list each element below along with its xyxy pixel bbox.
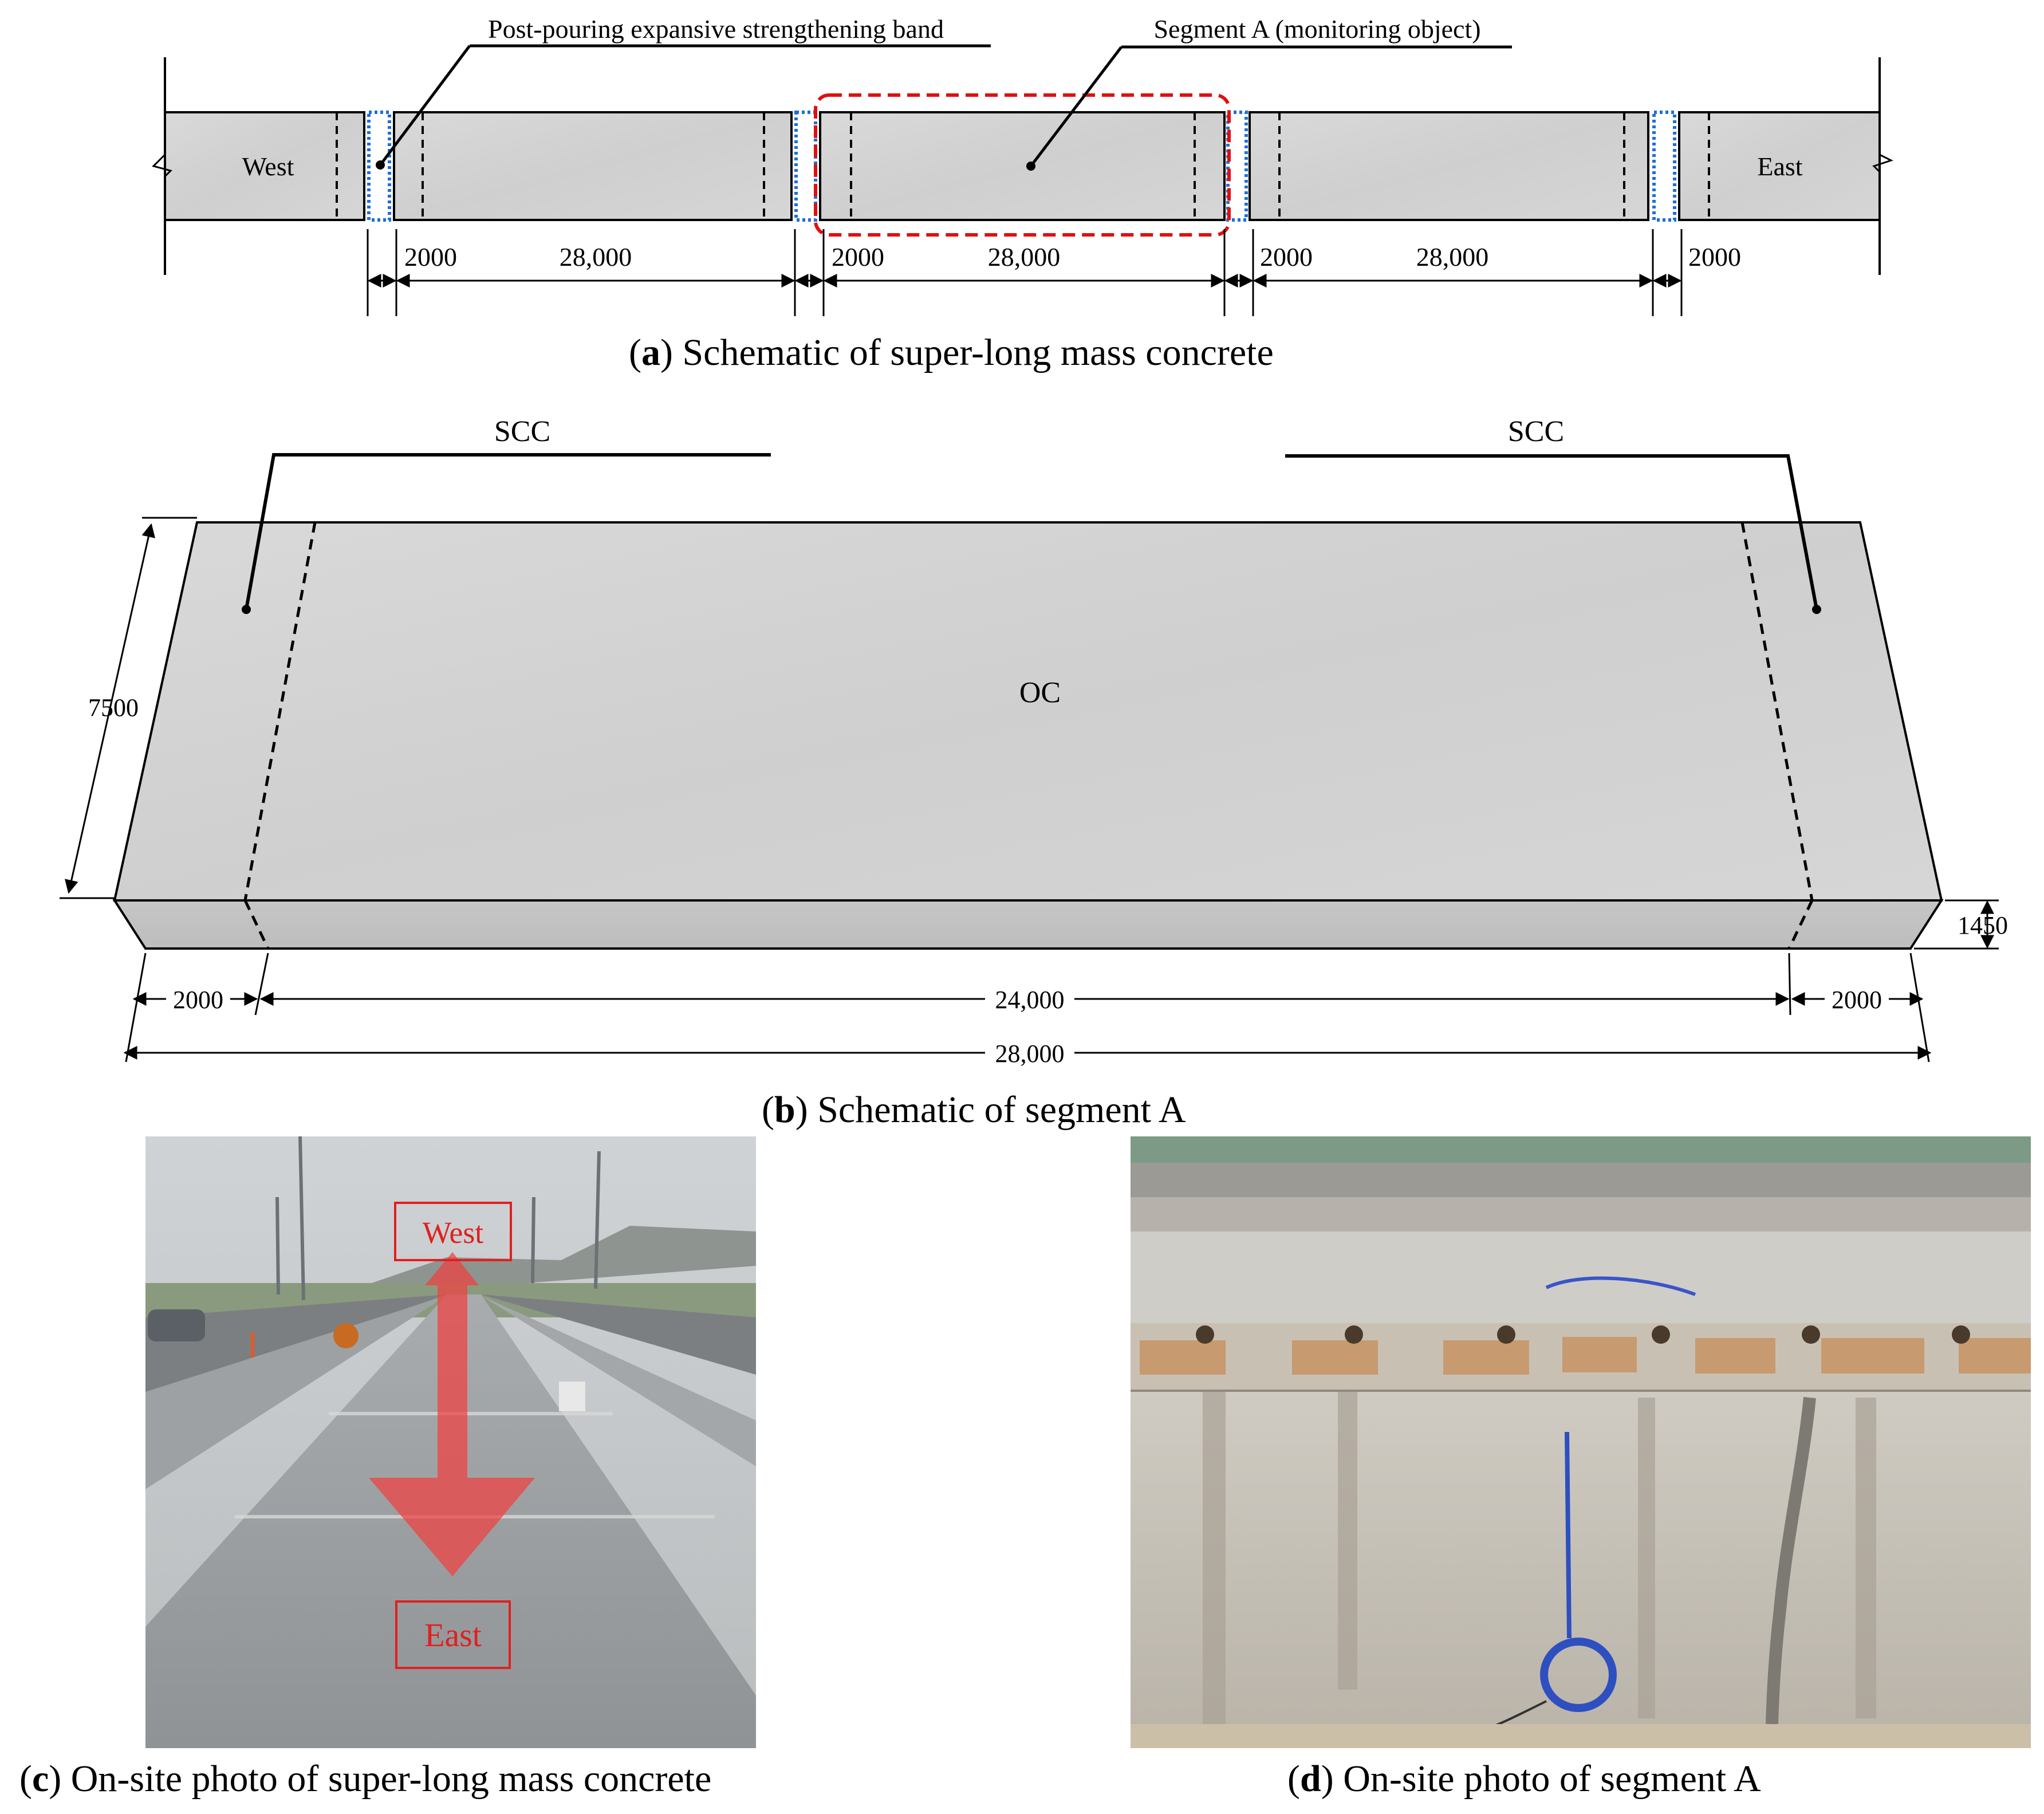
dim-b-mid: 24,000 (995, 986, 1065, 1014)
dim-b-left: 2000 (173, 986, 223, 1014)
caption-b-text: Schematic of segment A (808, 1089, 1186, 1131)
photo-east-box (395, 1600, 511, 1669)
post-pouring-band-1 (367, 111, 391, 222)
caption-a-text: Schematic of super-long mass concrete (672, 332, 1274, 373)
label-segment-a: Segment A (monitoring object) (1153, 14, 1480, 44)
dim-a-5: 2000 (1260, 242, 1313, 271)
photo-east-label: East (424, 1616, 482, 1654)
dim-a-4: 28,000 (988, 242, 1061, 271)
break-symbol-right (1872, 154, 1893, 173)
leader-scc-left (245, 453, 771, 610)
block-3 (1249, 111, 1649, 221)
dim-a-1: 2000 (404, 242, 457, 271)
panel-b-diagram: SCC SCC OC 7500 1450 20 (60, 415, 2008, 1068)
caption-d-text: On-site photo of segment A (1333, 1758, 1761, 1800)
panel-c-photo: West East (145, 1136, 756, 1748)
dim-b-thickness: 1450 (1958, 911, 2008, 939)
caption-b-letter: b (774, 1089, 795, 1131)
caption-c-letter: c (31, 1758, 49, 1800)
dim-a-2: 28,000 (560, 242, 632, 271)
segment-a-highlight (814, 93, 1231, 237)
caption-c-text: On-site photo of super-long mass concret… (61, 1758, 712, 1800)
label-oc: OC (1019, 676, 1061, 709)
post-pouring-band-4 (1652, 111, 1676, 222)
photo-west-box (394, 1202, 512, 1261)
caption-d-letter: d (1299, 1758, 1321, 1800)
post-pouring-band-2 (794, 111, 817, 222)
direction-arrow (369, 1252, 535, 1576)
dim-a-7: 2000 (1688, 242, 1741, 271)
caption-a-letter: a (641, 332, 660, 373)
block-1 (393, 111, 793, 221)
photo-west-label: West (423, 1215, 484, 1250)
dim-b-right: 2000 (1832, 986, 1882, 1014)
label-scc-left: SCC (494, 415, 550, 448)
panel-d-photo (1131, 1136, 2031, 1748)
post-pouring-band-3 (1226, 111, 1248, 222)
block-east (1678, 111, 1881, 221)
caption-panel-b: (b) Schematic of segment A (762, 1089, 1186, 1131)
caption-panel-a: (a) Schematic of super-long mass concret… (629, 332, 1274, 373)
slab-front-face (112, 899, 1944, 950)
panel-a-diagram: Post-pouring expansive strengthening ban… (152, 14, 1893, 316)
dim-b-height: 7500 (88, 694, 139, 722)
label-west: West (242, 152, 294, 181)
caption-panel-d: (d) On-site photo of segment A (1287, 1758, 1761, 1800)
block-west (164, 111, 365, 221)
label-east: East (1757, 152, 1802, 181)
caption-panel-c: (c) On-site photo of super-long mass con… (19, 1758, 712, 1800)
slab-top-face (113, 521, 1943, 902)
dim-a-6: 28,000 (1416, 242, 1489, 271)
segment-a-block (819, 111, 1226, 221)
label-post-pouring-band: Post-pouring expansive strengthening ban… (488, 14, 944, 44)
leader-scc-right (1285, 454, 1818, 610)
leader-segment-a (1030, 46, 1123, 167)
leader-post-band (379, 45, 471, 166)
dim-a-3: 2000 (832, 242, 884, 271)
label-scc-right: SCC (1508, 415, 1564, 448)
dim-b-total: 28,000 (995, 1040, 1065, 1068)
break-symbol-left (152, 154, 172, 178)
